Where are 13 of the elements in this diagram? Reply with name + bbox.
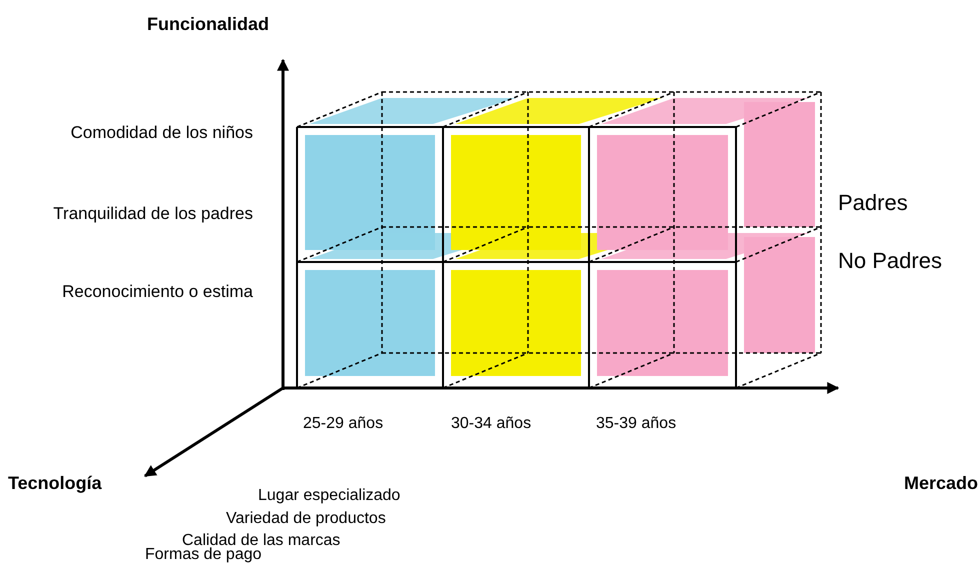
column-label: 25-29 años <box>303 414 384 434</box>
row-label: Comodidad de los niños <box>70 123 253 144</box>
axis-title: Tecnología <box>8 473 103 495</box>
column-label: 35-39 años <box>596 414 678 434</box>
axis-title: Funcionalidad <box>146 14 270 36</box>
layer-label: No Padres <box>838 248 943 274</box>
row-label: Tranquilidad de los padres <box>52 204 253 224</box>
axis-title: Mercado <box>902 473 978 495</box>
list-item: Variedad de productos <box>226 509 387 528</box>
row-label: Reconocimiento o estima <box>61 282 253 302</box>
column-label: 30-34 años <box>451 414 532 434</box>
list-item: Lugar especializado <box>258 486 402 506</box>
layer-label: Padres <box>838 190 909 216</box>
